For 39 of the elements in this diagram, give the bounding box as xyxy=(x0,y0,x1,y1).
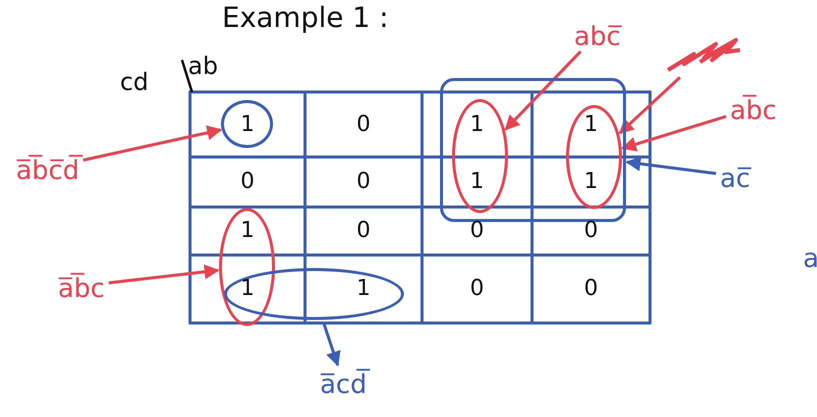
cell-value: 1 xyxy=(584,171,598,193)
cell-value: 1 xyxy=(240,114,254,136)
title: Example 1 : xyxy=(222,4,389,32)
grouping-ellipse xyxy=(224,268,404,320)
cell-value: 1 xyxy=(470,114,484,136)
term-label: a̅cd̅ xyxy=(318,366,369,398)
axis-label: ab xyxy=(188,54,218,78)
term-label: abc̅ xyxy=(572,18,623,50)
cell-value: 0 xyxy=(584,278,598,300)
term-label: a̅b̅c̅d̅ xyxy=(14,152,82,184)
grouping-ellipse xyxy=(566,105,622,209)
cell-value: 0 xyxy=(240,171,254,193)
grouping-ellipse xyxy=(452,99,508,213)
arrow xyxy=(504,50,582,130)
cell-value: 0 xyxy=(584,220,598,242)
cell-value: 1 xyxy=(356,278,370,300)
arrow xyxy=(626,156,716,175)
term-label: ab̅c xyxy=(728,92,779,124)
cell-value: 1 xyxy=(470,171,484,193)
arrow xyxy=(621,114,727,152)
term-label: ac̅ xyxy=(718,160,752,192)
cell-value: 0 xyxy=(356,171,370,193)
arrow xyxy=(82,125,222,162)
grouping-ellipse xyxy=(219,208,275,326)
term-label: a xyxy=(803,246,817,272)
cell-value: 0 xyxy=(356,220,370,242)
grouping-loop xyxy=(440,78,626,222)
axis-label: cd xyxy=(120,70,148,94)
cell-value: 0 xyxy=(356,114,370,136)
cell-value: 1 xyxy=(240,278,254,300)
arrow xyxy=(618,76,681,134)
cell-value: 0 xyxy=(470,220,484,242)
arrow xyxy=(108,264,220,284)
cell-value: 1 xyxy=(584,114,598,136)
cell-value: 0 xyxy=(470,278,484,300)
cell-value: 1 xyxy=(240,220,254,242)
term-label: a̅b̅c xyxy=(56,270,107,302)
arrow xyxy=(322,321,341,367)
grouping-circle xyxy=(221,100,273,148)
